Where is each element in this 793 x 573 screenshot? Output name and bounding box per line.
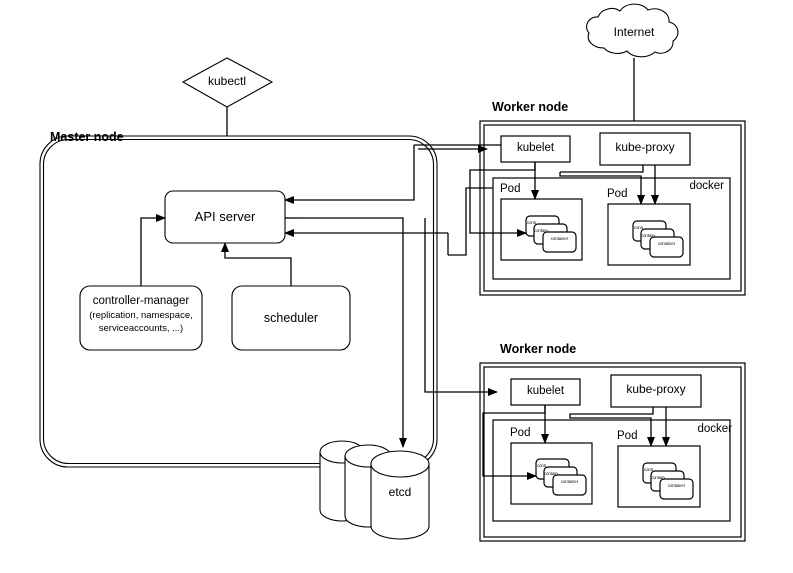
controller-manager-box [79,285,203,351]
edge-kubelet-1-to-api-server [284,145,415,204]
edge-api-server-to-etcd [300,217,407,448]
edge-kube-proxy-2-to-pod-2-alt [569,407,655,447]
edge-kubelet-1-to-container-1 [469,162,536,237]
edge-scheduler-to-api-server [221,242,292,286]
worker-2-pod-1-containers [535,458,587,496]
kubectl-node [181,57,274,108]
worker-1-kubelet-box [500,135,571,163]
worker-2-kubelet-box [510,378,581,406]
worker-2-pod-2-containers [642,462,694,500]
api-server-box [164,190,286,244]
edge-controller-manager-to-api-server [140,214,166,286]
edge-kubelet-2-to-container-1 [482,405,546,480]
internet-cloud [586,3,679,58]
scheduler-box [231,285,351,351]
edge-kube-proxy-1-to-pod-2-alt [559,172,645,205]
etcd-datastore [319,440,430,540]
edge-api-server-to-kubelet-2 [424,218,498,396]
worker-2-kube-proxy-box [610,374,702,408]
edge-worker-1-riser-link [448,187,493,256]
edge-kube-proxy-1-branch [560,165,644,173]
worker-1-pod-1-containers [525,215,577,253]
worker-1-kube-proxy-box [599,132,691,166]
worker-1-pod-2-containers [632,220,684,258]
